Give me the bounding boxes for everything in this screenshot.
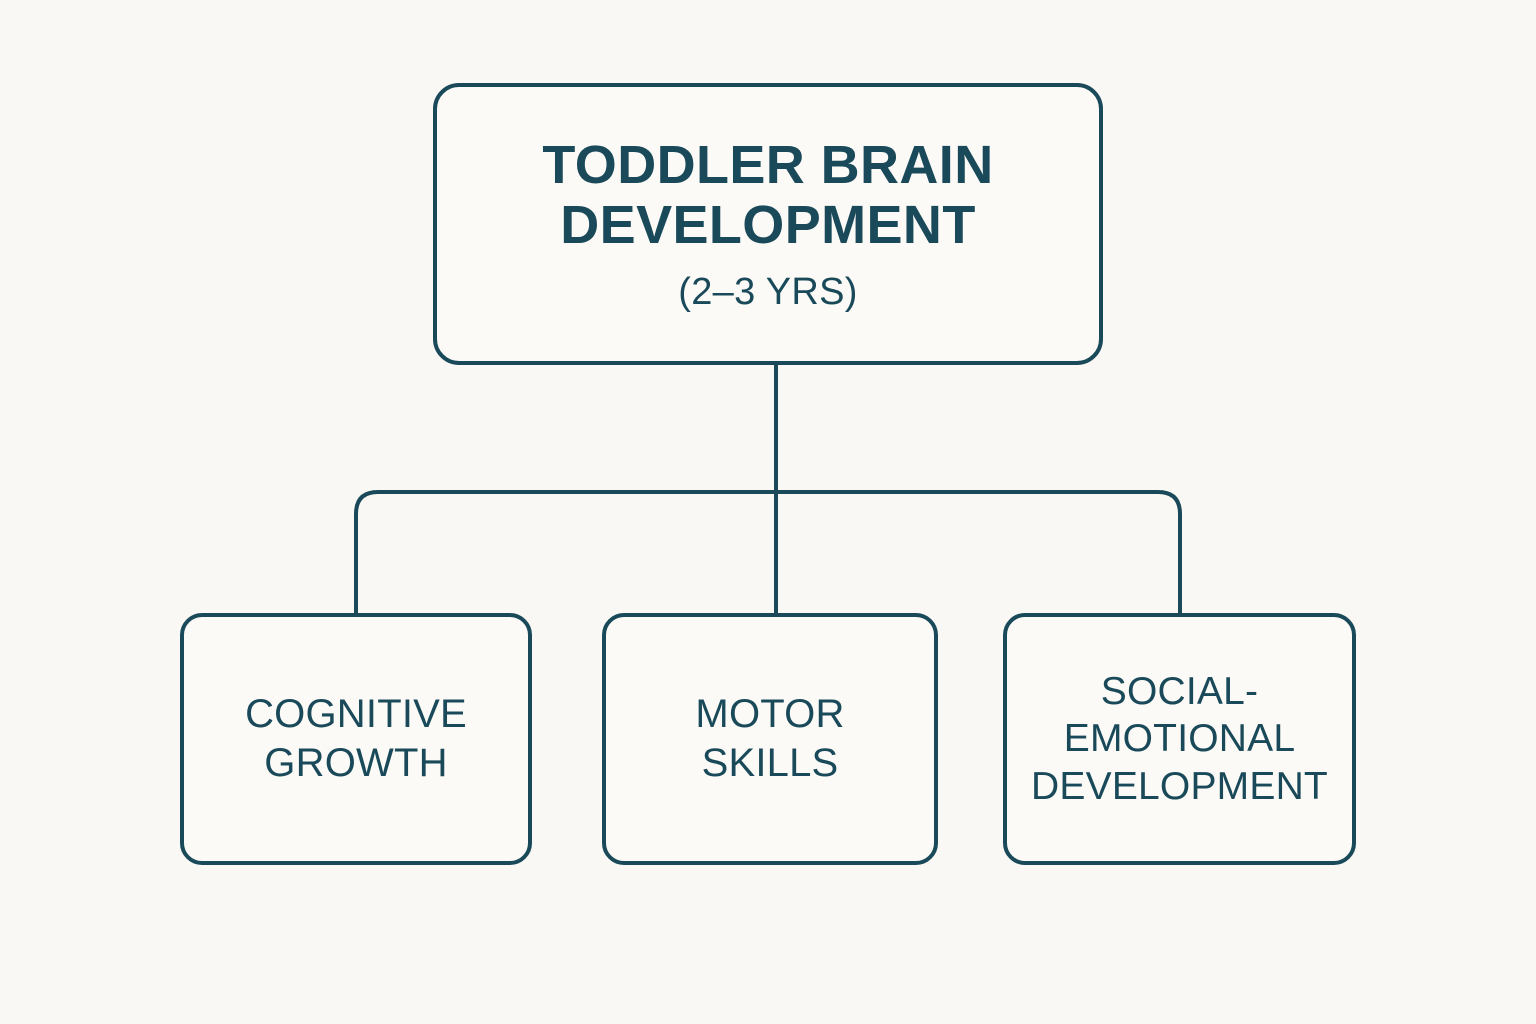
child-node-label: MOTOR SKILLS	[695, 692, 845, 785]
child-node-label: COGNITIVE GROWTH	[245, 692, 467, 785]
root-node-subtitle: (2–3 YRS)	[678, 270, 858, 313]
root-node-title: TODDLER BRAIN DEVELOPMENT	[542, 134, 994, 256]
child-node-label: SOCIAL- EMOTIONAL DEVELOPMENT	[1031, 669, 1328, 808]
child-node-motor-skills[interactable]: MOTOR SKILLS	[602, 613, 938, 865]
root-node[interactable]: TODDLER BRAIN DEVELOPMENT (2–3 YRS)	[433, 83, 1103, 365]
child-node-cognitive-growth[interactable]: COGNITIVE GROWTH	[180, 613, 532, 865]
connector-bus	[354, 490, 1182, 613]
child-node-social-emotional-development[interactable]: SOCIAL- EMOTIONAL DEVELOPMENT	[1003, 613, 1356, 865]
